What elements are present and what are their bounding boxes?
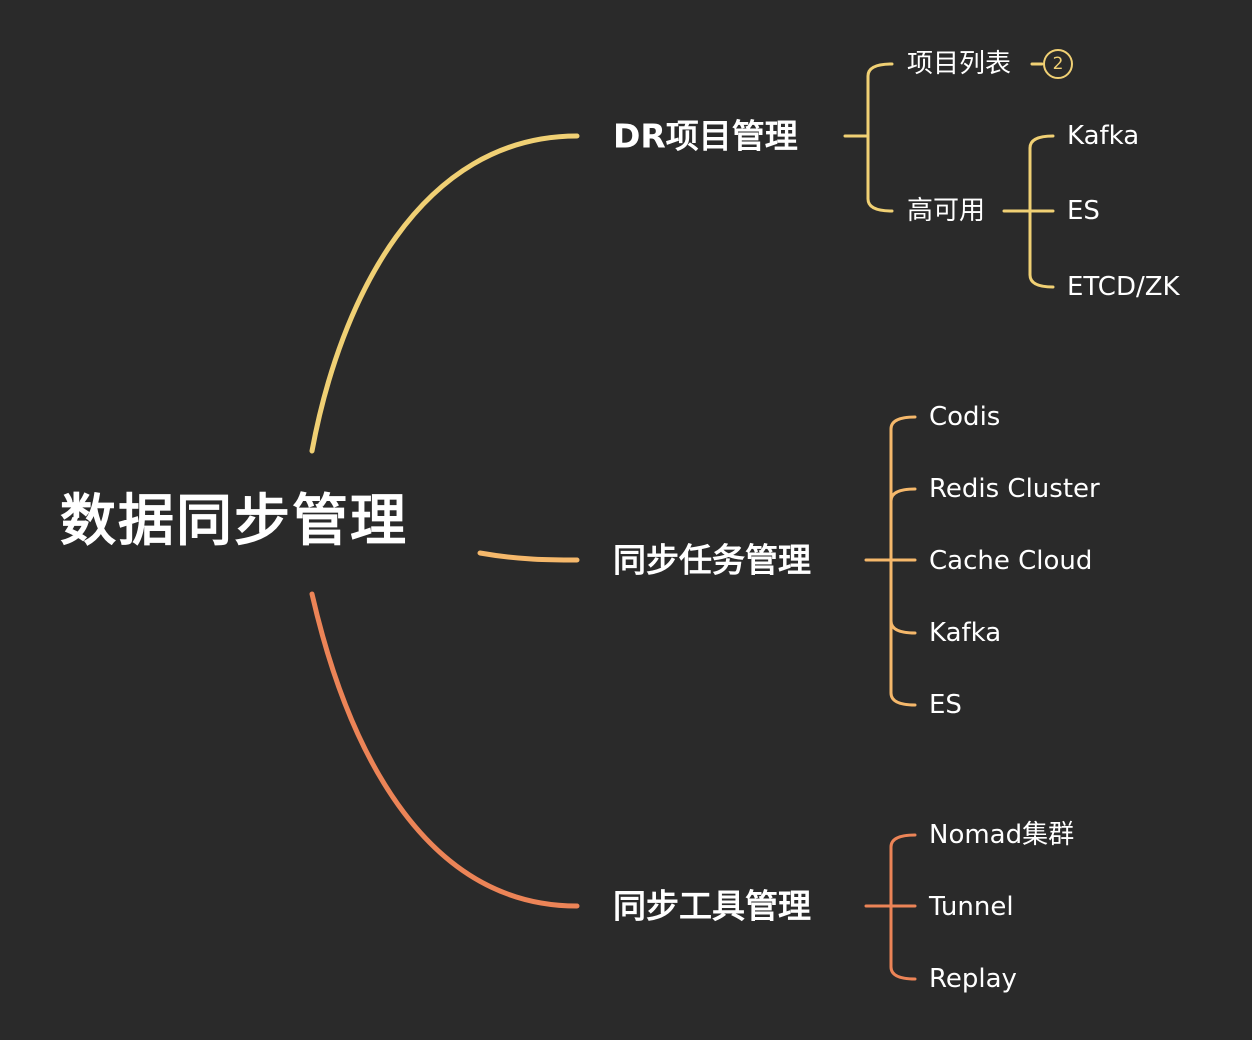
node-tunnel[interactable]: Tunnel xyxy=(929,892,1014,922)
dr-bracket xyxy=(843,62,1055,289)
root-topic[interactable]: 数据同步管理 xyxy=(60,489,408,554)
node-redis-cluster[interactable]: Redis Cluster xyxy=(929,474,1100,504)
node-project-list[interactable]: 项目列表 xyxy=(907,49,1012,79)
connector-root-to-sync-task xyxy=(477,550,580,563)
branch-sync-tool-management[interactable]: 同步工具管理 xyxy=(613,886,811,926)
node-ha-etcd-zk[interactable]: ETCD/ZK xyxy=(1067,272,1180,302)
node-high-availability[interactable]: 高可用 xyxy=(907,196,986,226)
node-cache-cloud[interactable]: Cache Cloud xyxy=(929,546,1093,576)
connector-root-to-dr xyxy=(309,133,580,454)
node-ha-es[interactable]: ES xyxy=(1067,196,1100,226)
collapsed-count-badge[interactable]: 2 xyxy=(1043,49,1073,79)
node-nomad-cluster[interactable]: Nomad集群 xyxy=(929,820,1075,850)
branch-dr-project-management[interactable]: DR项目管理 xyxy=(613,116,798,156)
node-replay[interactable]: Replay xyxy=(929,964,1017,994)
sync-tool-bracket xyxy=(864,833,917,981)
node-ha-kafka[interactable]: Kafka xyxy=(1067,121,1140,151)
connector-root-to-sync-tool xyxy=(309,591,580,909)
node-task-es[interactable]: ES xyxy=(929,690,962,720)
sync-task-bracket xyxy=(864,415,917,707)
node-task-kafka[interactable]: Kafka xyxy=(929,618,1002,648)
node-codis[interactable]: Codis xyxy=(929,402,1001,432)
branch-sync-task-management[interactable]: 同步任务管理 xyxy=(613,540,811,580)
